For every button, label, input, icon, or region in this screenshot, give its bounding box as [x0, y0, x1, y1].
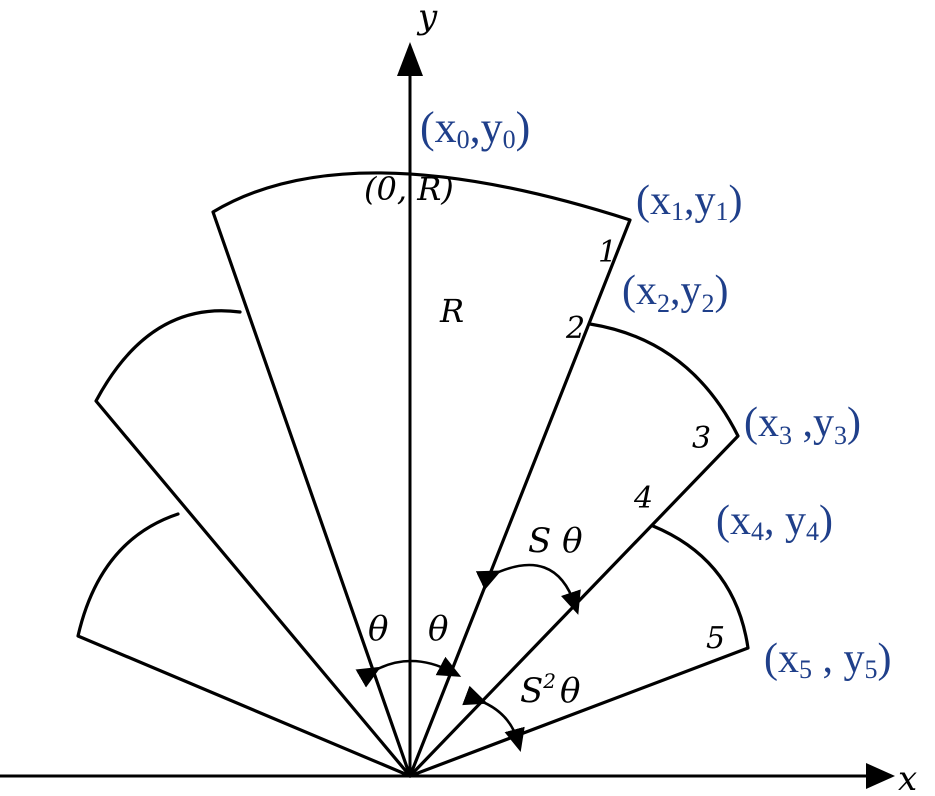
x-axis-label: x	[898, 759, 917, 796]
sector-central	[211, 171, 632, 778]
coord-label-5: (x5 , y5)	[764, 636, 892, 684]
sector-right-1	[408, 322, 740, 778]
coord-label-1: (x1,y1)	[636, 178, 743, 226]
vertex-number-2: 2	[565, 311, 585, 346]
radius-label: R	[439, 292, 464, 330]
vertex-number-3: 3	[692, 421, 711, 456]
s2-theta-exponent: 2	[542, 669, 556, 693]
s-theta-label: S θ	[528, 521, 583, 561]
theta-right-label: θ	[428, 609, 448, 649]
x-axis-arrowhead	[866, 763, 895, 789]
sector-right-2	[408, 524, 750, 778]
sectors	[76, 171, 750, 778]
theta-left-label: θ	[368, 609, 388, 649]
y-axis-label: y	[416, 0, 438, 37]
sector-left-1	[94, 309, 412, 778]
s2-theta-arc	[462, 685, 525, 753]
s-theta-arc	[475, 563, 581, 615]
vertex-number-4: 4	[633, 481, 653, 516]
coord-label-2: (x2,y2)	[622, 268, 729, 318]
s2-theta-s: S	[520, 671, 543, 711]
coord-label-3: (x3 ,y3)	[744, 400, 861, 450]
s2-theta-theta: θ	[560, 671, 580, 711]
angle-arcs	[355, 563, 581, 753]
coord-label-4: (x4, y4)	[716, 498, 833, 546]
coord-label-0: (x0,y0)	[420, 103, 530, 154]
top-point-label: (0, R)	[364, 170, 454, 208]
sector-left-2	[76, 512, 412, 778]
y-axis-arrowhead	[397, 42, 423, 76]
vertex-number-1: 1	[598, 235, 617, 270]
vertex-number-5: 5	[706, 621, 725, 656]
theta-arc	[355, 656, 462, 688]
